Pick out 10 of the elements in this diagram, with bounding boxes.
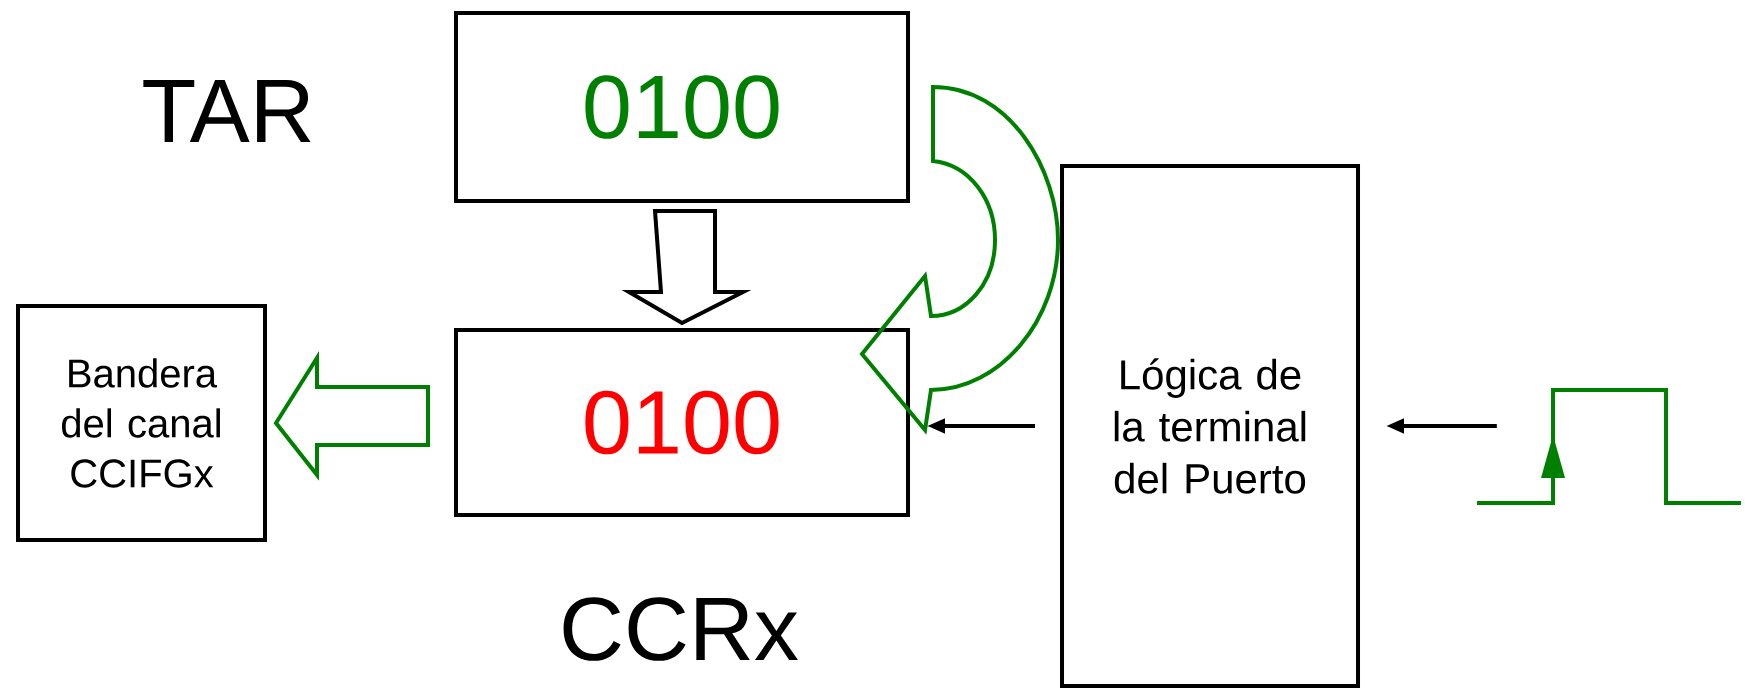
pulse-waveform [1477, 388, 1741, 505]
register-box: 0100 [454, 11, 910, 203]
register-name: TAR [143, 80, 311, 142]
hollow-arrow [621, 209, 752, 326]
register-box: Bandera del canal CCIFGx [16, 304, 267, 542]
register-name: CCRx [563, 597, 798, 661]
hollow-arrow [860, 85, 1060, 432]
register-box: Lógica de la terminal del Puerto [1060, 164, 1360, 688]
hollow-arrow [273, 351, 430, 481]
register-box: 0100 [454, 328, 910, 517]
